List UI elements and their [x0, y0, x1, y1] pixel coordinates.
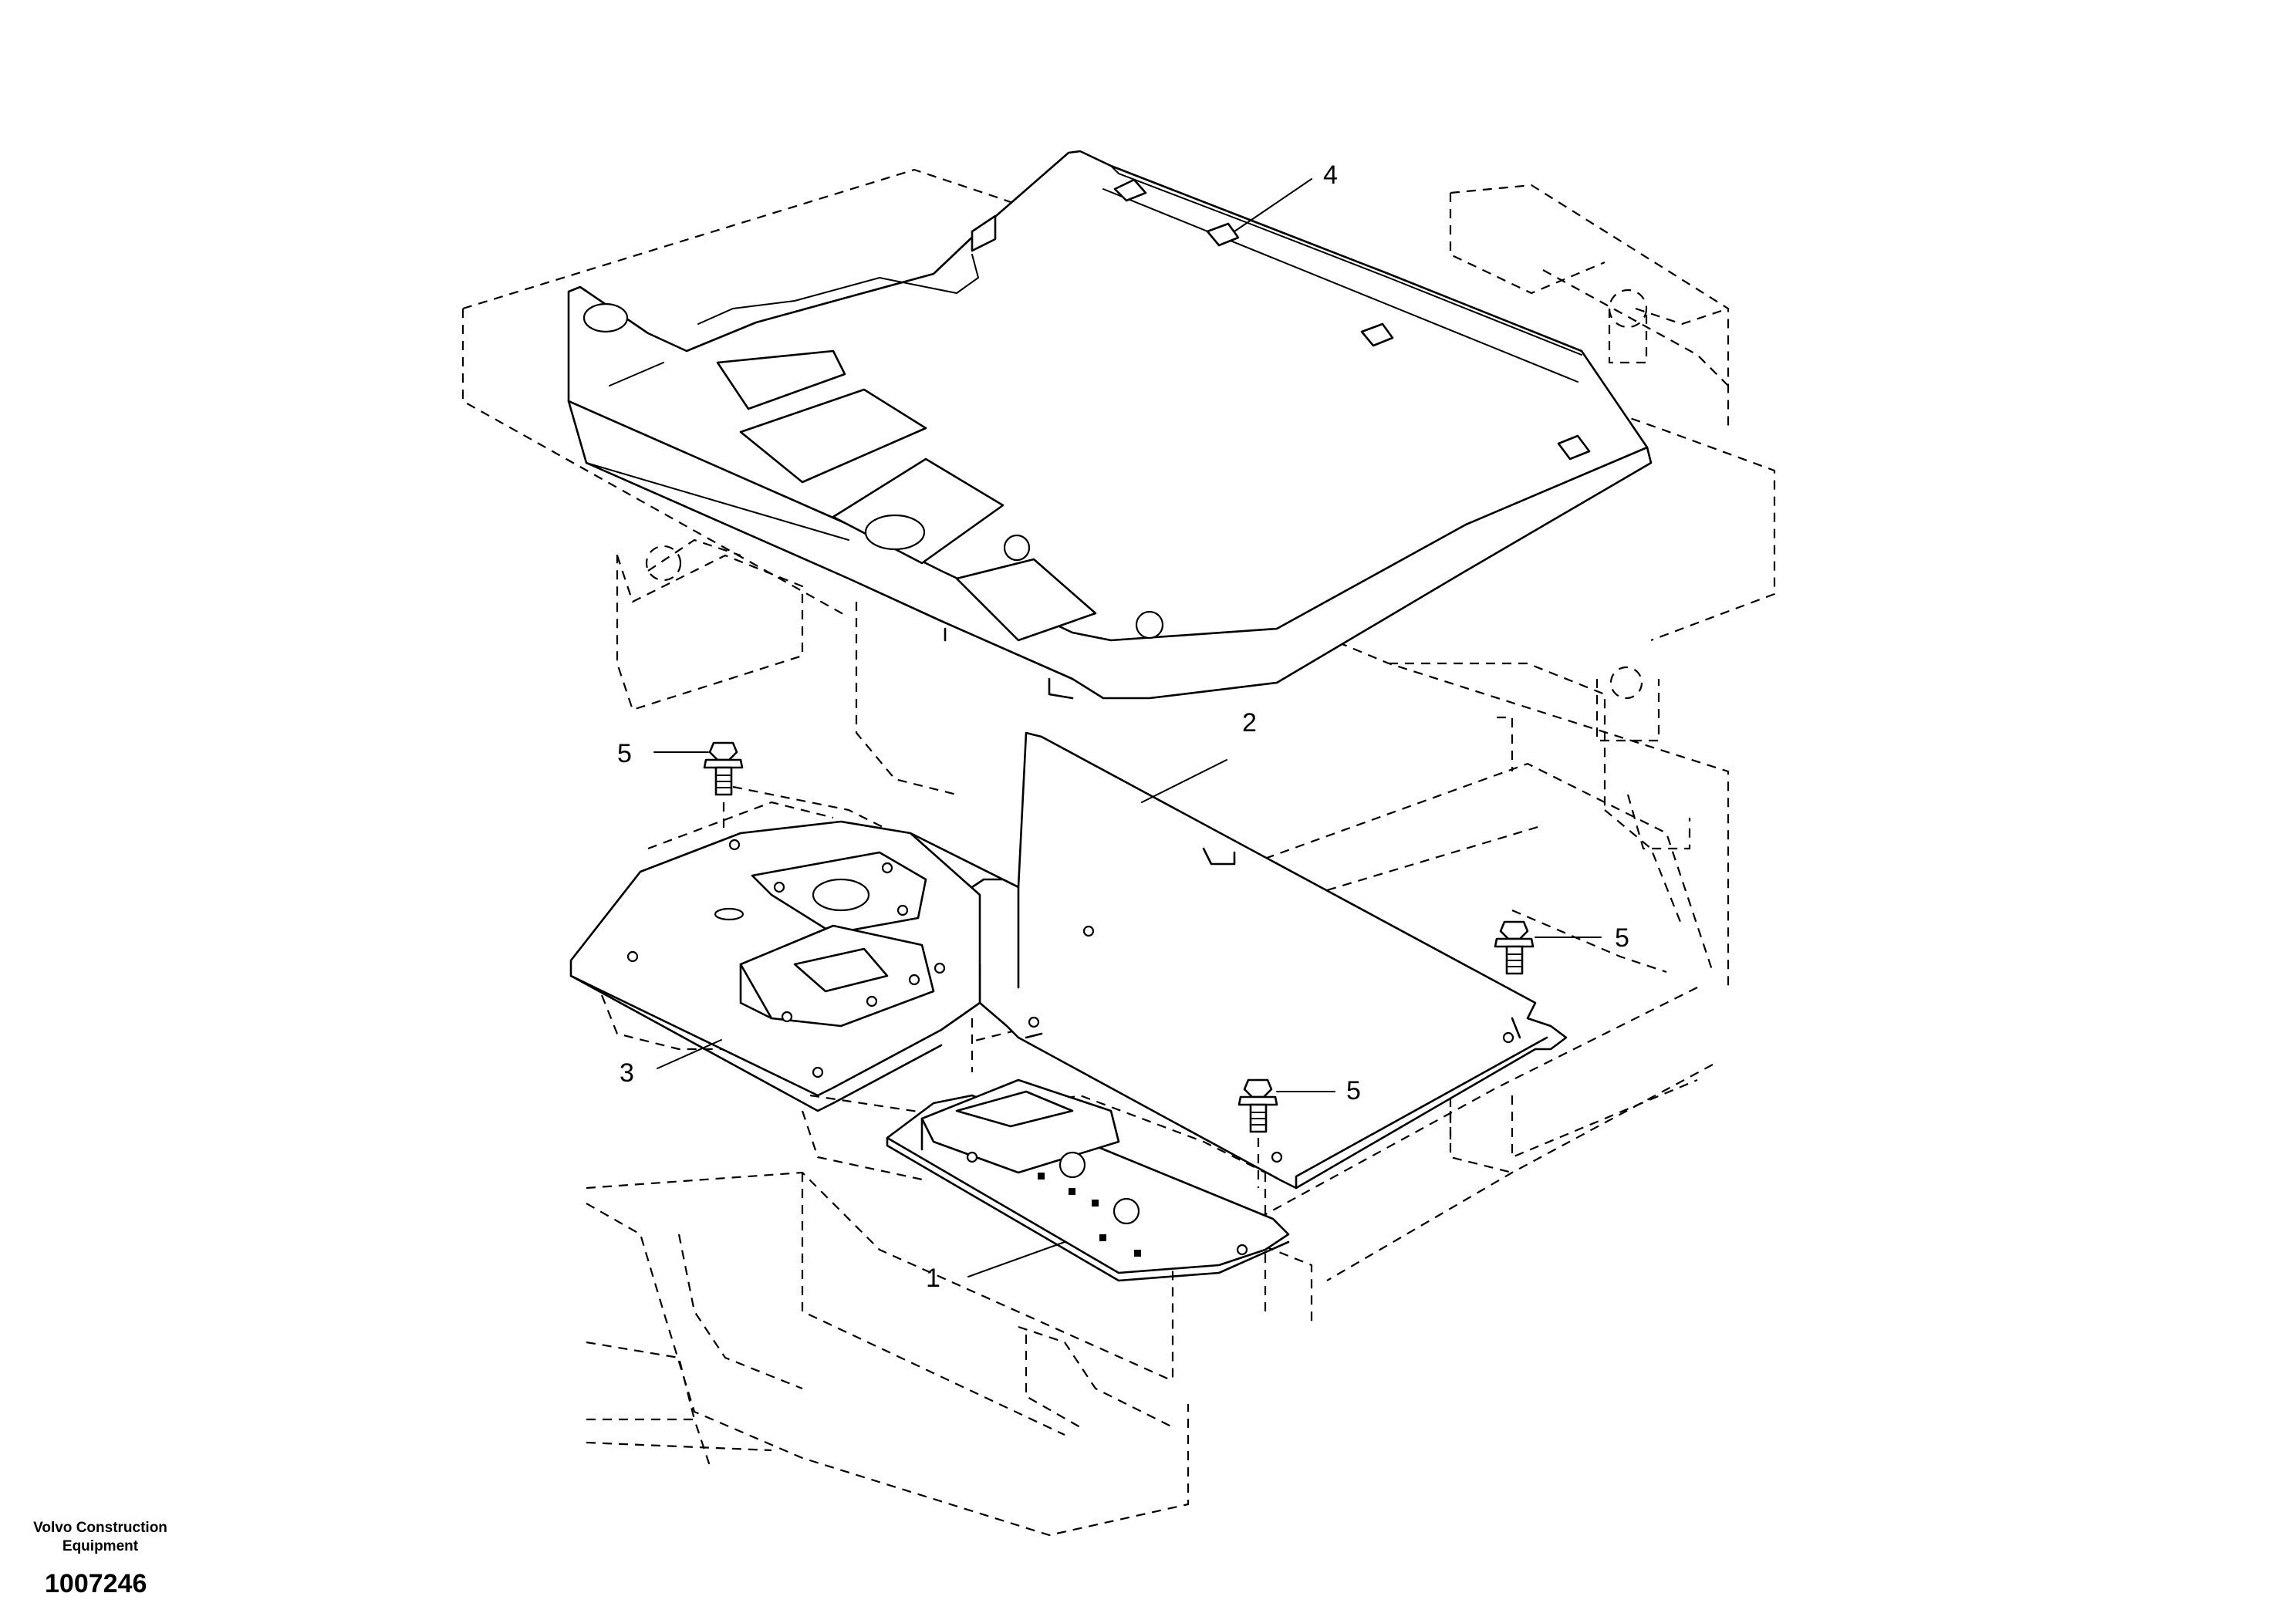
cover-panel — [959, 731, 1568, 1190]
floor-plate — [567, 150, 1653, 700]
mounting-plate — [886, 1078, 1290, 1282]
callout-4: 4 — [1323, 160, 1338, 190]
bolt-right — [1494, 920, 1535, 975]
brand-line-2: Equipment — [62, 1538, 139, 1554]
callout-2: 2 — [1242, 708, 1257, 737]
callouts: 1 2 3 4 5 5 5 — [617, 160, 1629, 1293]
callout-5-lower: 5 — [1346, 1076, 1361, 1105]
leader-lines — [653, 178, 1602, 1277]
drawing-number: 1007246 — [45, 1569, 147, 1598]
callout-3: 3 — [620, 1058, 634, 1088]
bolt-upper-left — [703, 741, 744, 833]
callout-5-upper-left: 5 — [617, 739, 632, 768]
callout-1: 1 — [926, 1264, 940, 1293]
brand-line-1: Volvo Construction — [33, 1520, 167, 1536]
machine-frame-outline — [461, 168, 1776, 1537]
bolt-lower-middle — [1237, 1078, 1278, 1188]
callout-5-right: 5 — [1615, 923, 1629, 953]
bracket-plate — [569, 820, 1020, 1112]
